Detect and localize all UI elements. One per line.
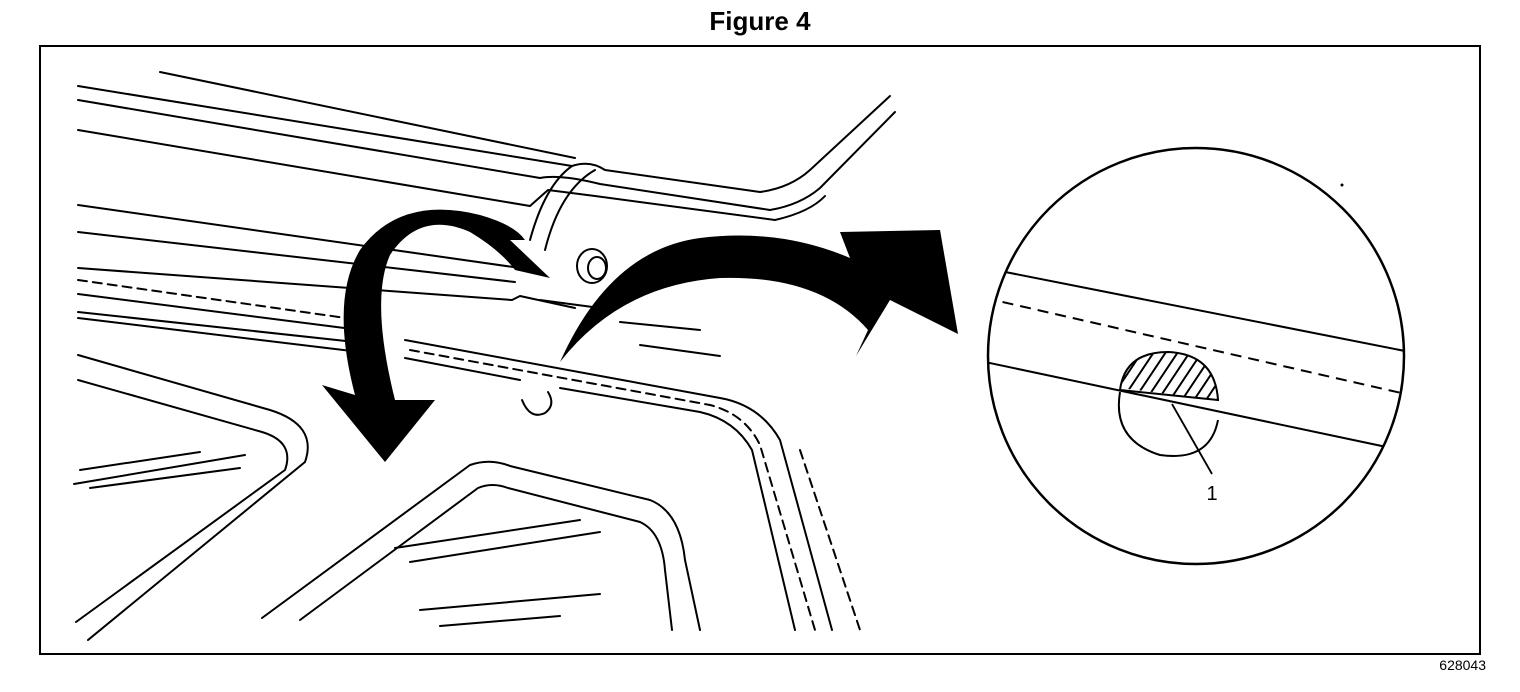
- clip-loop-inner: [544, 169, 596, 251]
- right-window-glass-line-2: [409, 531, 601, 563]
- rail-line-5: [539, 299, 601, 309]
- right-window-glass-line-1: [394, 519, 581, 549]
- right-window-frame-inner: [299, 484, 673, 631]
- rail-line-3: [77, 267, 576, 309]
- rail-line-4: [77, 293, 361, 331]
- callout-leader-1: [1171, 403, 1213, 475]
- rail-line-1: [77, 204, 521, 269]
- speck-mark: [1340, 183, 1344, 187]
- left-window-frame-inner: [75, 379, 289, 623]
- right-window-glass-line-3: [419, 593, 601, 611]
- panel-drawing: [73, 71, 896, 641]
- magnify-arrow: [560, 230, 958, 362]
- callout-number-1: 1: [1206, 483, 1217, 505]
- lower-rail-right-inner: [404, 357, 796, 631]
- upper-molding-inner: [77, 99, 896, 211]
- detail-hole: [1117, 391, 1219, 457]
- figure-title: Figure 4: [709, 6, 811, 36]
- left-window-glass-line-2: [73, 454, 246, 485]
- figure-frame: [39, 45, 1481, 655]
- upper-molding-lower: [77, 129, 826, 221]
- detail-view: 1: [986, 146, 1406, 566]
- figure-id: 628043: [1439, 657, 1486, 673]
- rail-line-6: [619, 321, 701, 331]
- left-window-glass-line-3: [89, 467, 241, 489]
- rail-line-2: [77, 231, 516, 283]
- rail-line-7: [639, 344, 721, 357]
- left-window-frame-outer: [77, 354, 309, 641]
- detail-rail-dashed: [988, 297, 1404, 396]
- upper-molding-edge: [159, 71, 576, 159]
- left-window-glass-line-1: [79, 451, 201, 471]
- dashed-rail: [77, 279, 816, 631]
- detail-rail-bottom: [988, 361, 1404, 453]
- dashed-rail-right: [799, 449, 861, 631]
- detail-rail-top: [988, 267, 1404, 353]
- hatched-alignment-area: [1118, 350, 1220, 402]
- clip-loop: [529, 165, 573, 241]
- lower-rail-outer: [77, 317, 361, 353]
- right-window-frame-outer: [261, 460, 701, 631]
- lower-rail-right: [404, 339, 833, 631]
- lower-boss: [521, 391, 553, 416]
- right-window-glass-line-4: [439, 615, 561, 627]
- lower-rail-edge: [77, 311, 356, 343]
- upper-boss: [576, 248, 608, 284]
- detail-circle: [986, 146, 1406, 566]
- upper-boss-inner: [587, 256, 607, 280]
- rotation-arrow: [322, 209, 550, 462]
- upper-molding-outer: [77, 85, 891, 193]
